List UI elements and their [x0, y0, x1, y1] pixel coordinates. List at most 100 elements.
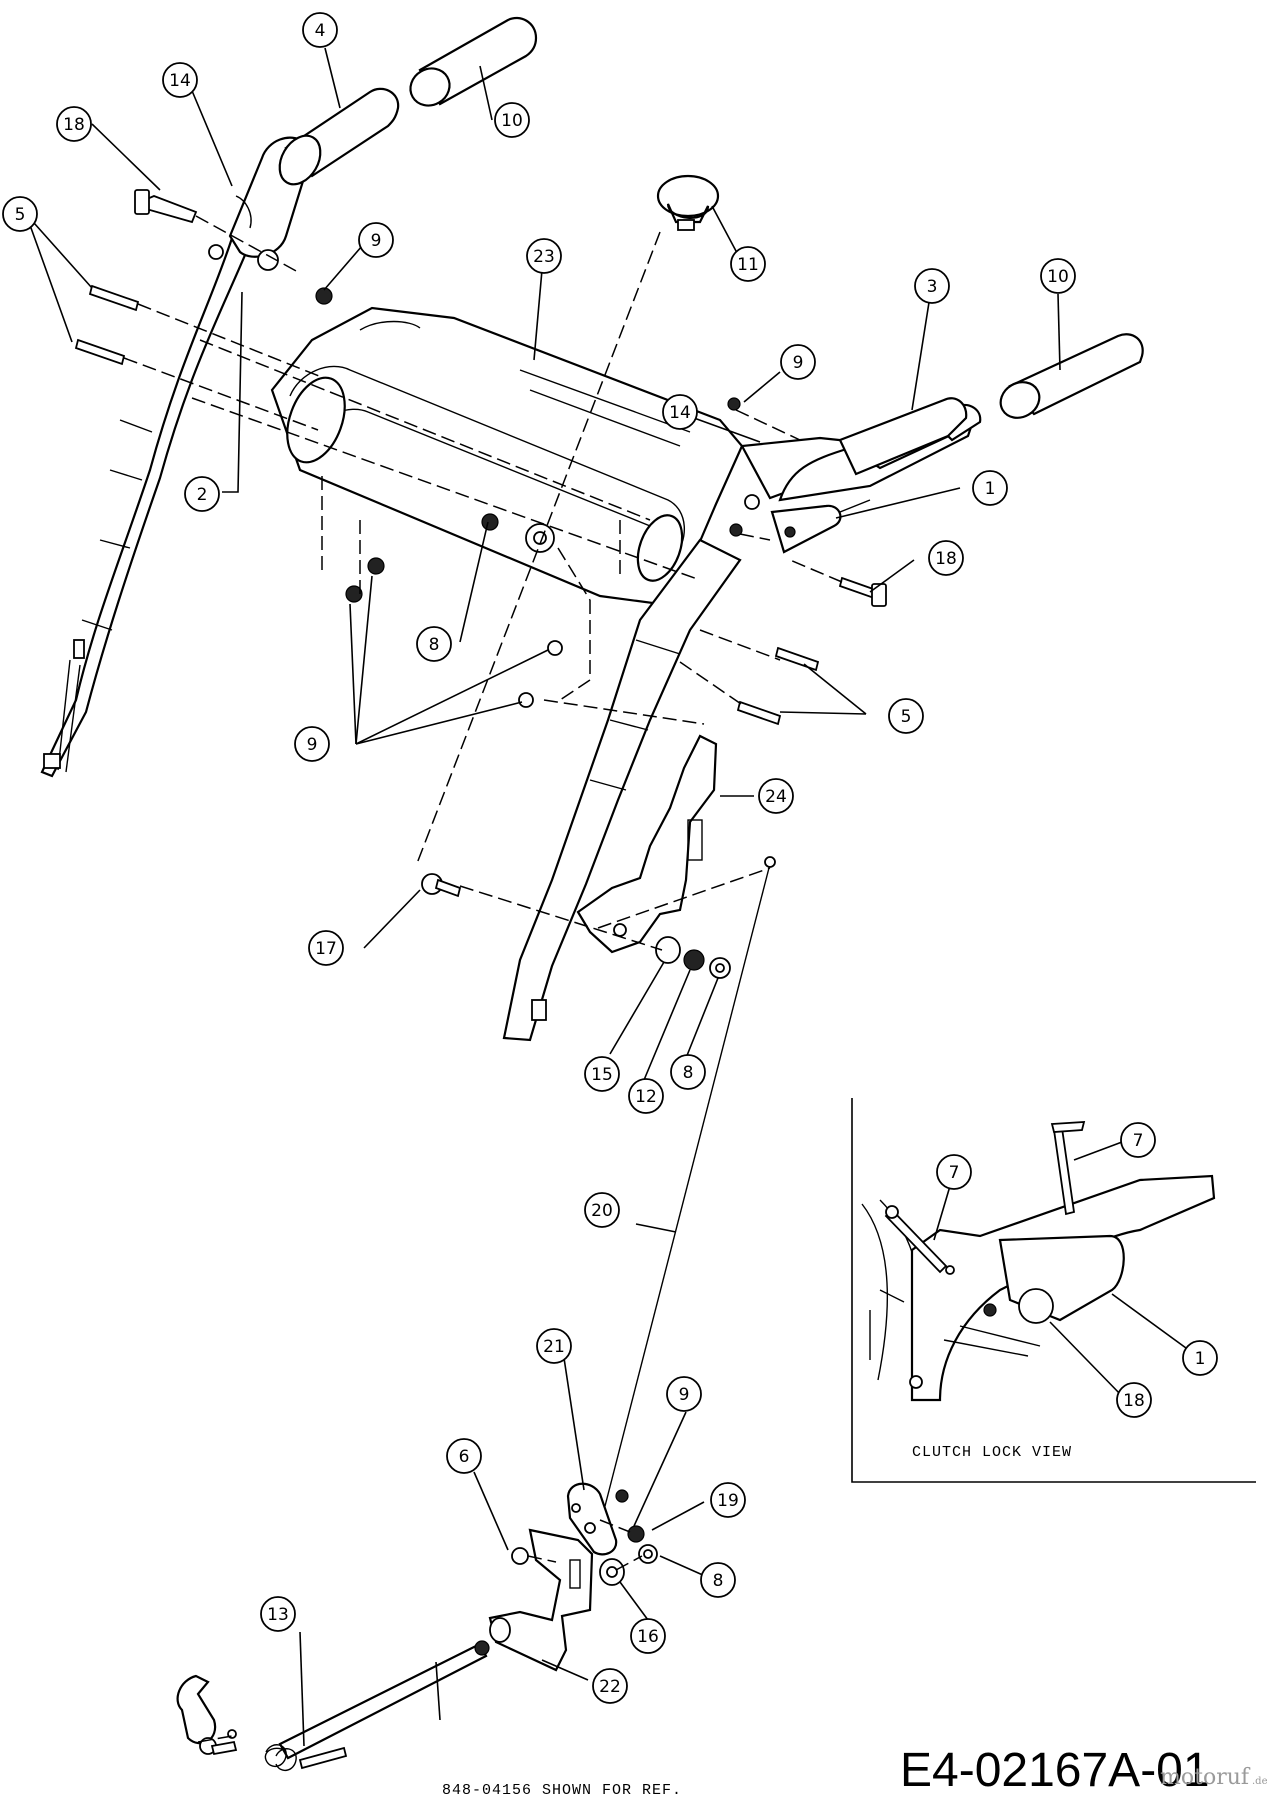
- callout-circle: [592, 1668, 628, 1704]
- callout-circle: [494, 102, 530, 138]
- callout-number: 1: [985, 479, 996, 499]
- callout-c7a: 7: [1120, 1122, 1156, 1158]
- right-grip-10: [999, 333, 1144, 419]
- callout-circle: [1116, 1382, 1152, 1418]
- callout-number: 8: [713, 1571, 724, 1591]
- callout-number: 16: [637, 1627, 659, 1647]
- callout-c1b: 1: [1182, 1340, 1218, 1376]
- callout-number: 7: [949, 1163, 960, 1183]
- bracket-24: [576, 734, 718, 954]
- callout-circle: [2, 196, 38, 232]
- callout-c5b: 5: [888, 698, 924, 734]
- callout-number: 15: [591, 1065, 613, 1085]
- callout-number: 8: [429, 635, 440, 655]
- right-lower-tube: [502, 538, 742, 1042]
- inset-caption: CLUTCH LOCK VIEW: [912, 1444, 1072, 1461]
- callout-c15: 15: [584, 1056, 620, 1092]
- callout-c14b: 14: [662, 394, 698, 430]
- nut-9-right-lower: [729, 523, 743, 537]
- right-bolts-5: [736, 646, 820, 726]
- callout-number: 14: [669, 403, 691, 423]
- callout-c17: 17: [308, 930, 344, 966]
- nut-9-upper-left: [315, 287, 333, 305]
- callout-c18b: 18: [928, 540, 964, 576]
- callout-c11: 11: [730, 246, 766, 282]
- callout-c9b: 9: [780, 344, 816, 380]
- callout-circle: [162, 62, 198, 98]
- callout-c20: 20: [584, 1192, 620, 1228]
- callout-c4a: 4: [302, 12, 338, 48]
- callout-circle: [358, 222, 394, 258]
- callout-circle: [184, 476, 220, 512]
- nut-9-right: [727, 397, 741, 411]
- callout-c18c: 18: [1116, 1382, 1152, 1418]
- callout-number: 10: [501, 111, 523, 131]
- clutch-plate-1: [770, 504, 842, 554]
- left-bolts-5: [74, 284, 140, 366]
- right-bolt-18: [838, 576, 887, 607]
- callout-number: 9: [371, 231, 382, 251]
- callout-c16: 16: [630, 1618, 666, 1654]
- left-bolt-18: [134, 189, 198, 224]
- callout-c6: 6: [446, 1438, 482, 1474]
- callout-number: 8: [683, 1063, 694, 1083]
- callout-number: 10: [1047, 267, 1069, 287]
- reference-note: 848-04156 SHOWN FOR REF.: [442, 1782, 682, 1799]
- assembly-center-lines: [123, 215, 843, 1743]
- callout-c3: 3: [914, 268, 950, 304]
- callout-number: 23: [533, 247, 555, 267]
- callout-circle: [630, 1618, 666, 1654]
- callout-circle: [446, 1438, 482, 1474]
- callout-c18a: 18: [56, 106, 92, 142]
- callout-number: 18: [1123, 1391, 1145, 1411]
- callout-c5a: 5: [2, 196, 38, 232]
- console-nuts-9: [345, 557, 563, 708]
- callout-number: 4: [315, 21, 326, 41]
- callout-circle: [730, 246, 766, 282]
- callout-number: 13: [267, 1605, 289, 1625]
- callout-number: 2: [197, 485, 208, 505]
- callout-circle: [56, 106, 92, 142]
- diagram-code: E4-02167A-01: [900, 1744, 1210, 1797]
- callout-number: 11: [737, 255, 759, 275]
- callout-number: 1: [1195, 1349, 1206, 1369]
- callout-c21: 21: [536, 1328, 572, 1364]
- callout-circle: [780, 344, 816, 380]
- callout-number: 5: [901, 707, 912, 727]
- callout-c10a: 10: [494, 102, 530, 138]
- callout-circle: [670, 1054, 706, 1090]
- callout-circle: [700, 1562, 736, 1598]
- left-grip-10: [409, 16, 538, 107]
- callout-circle: [302, 12, 338, 48]
- callout-c19: 19: [710, 1482, 746, 1518]
- callout-circle: [294, 726, 330, 762]
- watermark-suffix: .de: [1252, 1776, 1268, 1787]
- callout-circle: [526, 238, 562, 274]
- link-21: [566, 1482, 618, 1556]
- callout-leaders: [25, 47, 1187, 1747]
- callout-circle: [416, 626, 452, 662]
- callout-circle: [936, 1154, 972, 1190]
- watermark-brand: motoruf: [1160, 1765, 1251, 1790]
- callout-c24: 24: [758, 778, 794, 814]
- washers-15-12-8: [655, 936, 731, 979]
- callout-c12: 12: [628, 1078, 664, 1114]
- callout-circle: [1040, 258, 1076, 294]
- callout-c14a: 14: [162, 62, 198, 98]
- callout-circle: [928, 540, 964, 576]
- callout-number: 3: [927, 277, 938, 297]
- callout-number: 9: [679, 1385, 690, 1405]
- callout-circle: [888, 698, 924, 734]
- callout-number: 20: [591, 1201, 613, 1221]
- callout-c8a: 8: [416, 626, 452, 662]
- callout-circle: [710, 1482, 746, 1518]
- callout-circle: [758, 778, 794, 814]
- spring-13: [176, 1674, 348, 1771]
- callout-circle: [914, 268, 950, 304]
- callout-circle: [260, 1596, 296, 1632]
- callout-number: 14: [169, 71, 191, 91]
- bracket-22: [488, 1528, 594, 1672]
- knob-11: [656, 174, 720, 231]
- callout-number: 7: [1133, 1131, 1144, 1151]
